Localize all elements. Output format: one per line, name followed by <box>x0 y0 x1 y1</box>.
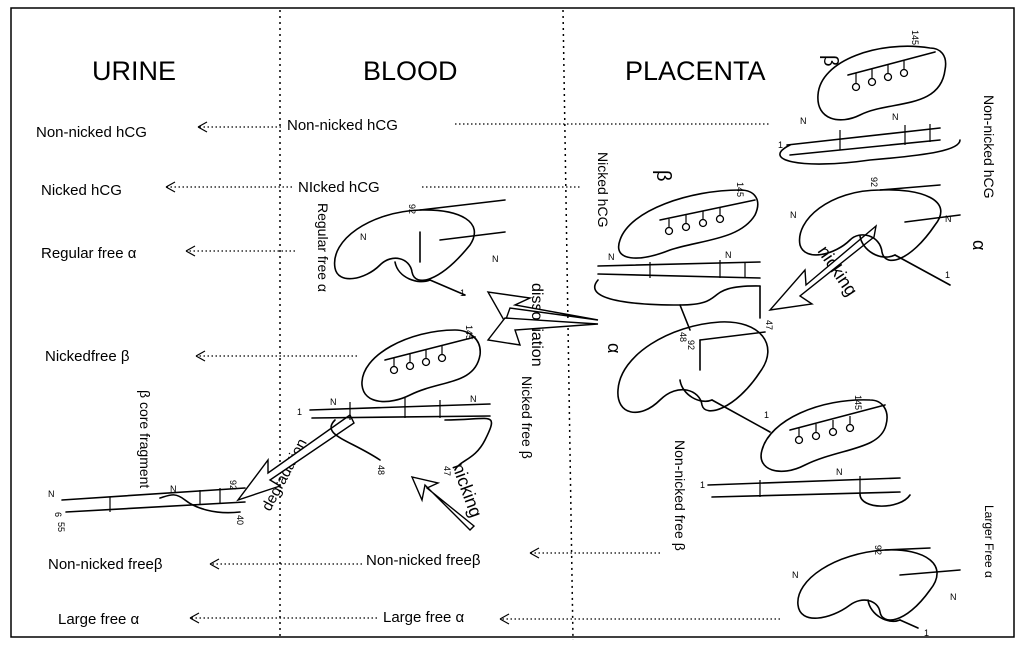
svg-text:N: N <box>800 116 807 126</box>
placenta-non-nicked-free-beta: Non-nicked free β <box>672 440 688 551</box>
urine-header: URINE <box>92 56 176 86</box>
urine-large-free-alpha: Large free α <box>58 611 140 628</box>
blood-non-nicked-hcg: Non-nicked hCG <box>287 117 398 134</box>
svg-text:N: N <box>725 250 732 260</box>
placenta-non-nicked-hcg: Non-nicked hCG <box>981 95 997 199</box>
blood-header: BLOOD <box>363 56 458 86</box>
blood-large-free-alpha: Large free α <box>383 609 465 626</box>
beta-symbol-nicked: β <box>652 170 674 182</box>
svg-text:48: 48 <box>376 465 386 475</box>
alpha-symbol-center: α <box>604 343 624 353</box>
svg-text:145: 145 <box>853 395 863 410</box>
placenta-non-nicked-hcg-structure: N N 145 1 <box>778 30 960 164</box>
svg-text:1: 1 <box>700 480 705 490</box>
svg-text:N: N <box>492 254 499 264</box>
blood-regular-free-alpha-structure: 92 N N 1 <box>335 200 505 298</box>
placenta-nicked-hcg: Nicked hCG <box>595 152 611 227</box>
svg-text:N: N <box>470 394 477 404</box>
placenta-header: PLACENTA <box>625 56 766 86</box>
svg-text:47: 47 <box>764 320 774 330</box>
placenta-alpha-structure: 92 1 <box>618 322 770 432</box>
svg-text:92: 92 <box>869 177 879 187</box>
blood-regular-free-alpha: Regular free α <box>315 203 331 292</box>
svg-text:N: N <box>790 210 797 220</box>
blood-nicked-free-beta-structure: 145 N N 1 48 47 <box>297 325 492 476</box>
svg-text:N: N <box>945 214 952 224</box>
svg-text:55: 55 <box>56 522 66 532</box>
svg-text:N: N <box>48 489 55 499</box>
blood-nicked-hcg: NIcked hCG <box>298 179 380 196</box>
svg-text:40: 40 <box>235 515 245 525</box>
svg-text:N: N <box>892 112 899 122</box>
svg-text:1: 1 <box>460 288 465 298</box>
svg-text:92: 92 <box>407 204 417 214</box>
urine-non-nicked-free-beta: Non-nicked freeβ <box>48 556 163 573</box>
svg-text:N: N <box>330 397 337 407</box>
svg-text:1: 1 <box>945 270 950 280</box>
urine-nicked-free-beta: Nickedfree β <box>45 348 130 365</box>
svg-text:1: 1 <box>924 628 929 638</box>
svg-text:N: N <box>360 232 367 242</box>
blood-nicked-free-beta: Nicked free β <box>519 376 535 459</box>
svg-text:92: 92 <box>228 480 238 490</box>
placenta-larger-free-alpha-structure: 92 N N 1 <box>792 545 960 638</box>
urine-regular-free-alpha: Regular free α <box>41 245 137 262</box>
svg-text:N: N <box>792 570 799 580</box>
process-arrows <box>238 226 876 530</box>
svg-text:92: 92 <box>686 340 696 350</box>
blood-non-nicked-free-beta: Non-nicked freeβ <box>366 552 481 569</box>
svg-text:145: 145 <box>910 30 920 45</box>
svg-text:1: 1 <box>764 410 769 420</box>
urine-nicked-hcg: Nicked hCG <box>41 182 122 199</box>
svg-text:6: 6 <box>53 512 63 517</box>
placenta-larger-free-alpha: Larger Free α <box>982 505 996 578</box>
svg-text:1: 1 <box>297 407 302 417</box>
svg-text:N: N <box>836 467 843 477</box>
svg-text:47: 47 <box>442 466 452 476</box>
svg-text:N: N <box>950 592 957 602</box>
urine-non-nicked-hcg: Non-nicked hCG <box>36 124 147 141</box>
svg-text:N: N <box>170 484 177 494</box>
alpha-symbol-right: α <box>969 240 989 250</box>
svg-text:N: N <box>608 252 615 262</box>
beta-core-fragment-label: β core fragment <box>137 390 153 488</box>
svg-text:1: 1 <box>778 140 783 150</box>
svg-text:92: 92 <box>873 545 883 555</box>
svg-text:145: 145 <box>464 325 474 340</box>
svg-text:145: 145 <box>735 182 745 197</box>
placenta-nicked-hcg-structure: 145 N N 48 47 <box>595 182 774 342</box>
